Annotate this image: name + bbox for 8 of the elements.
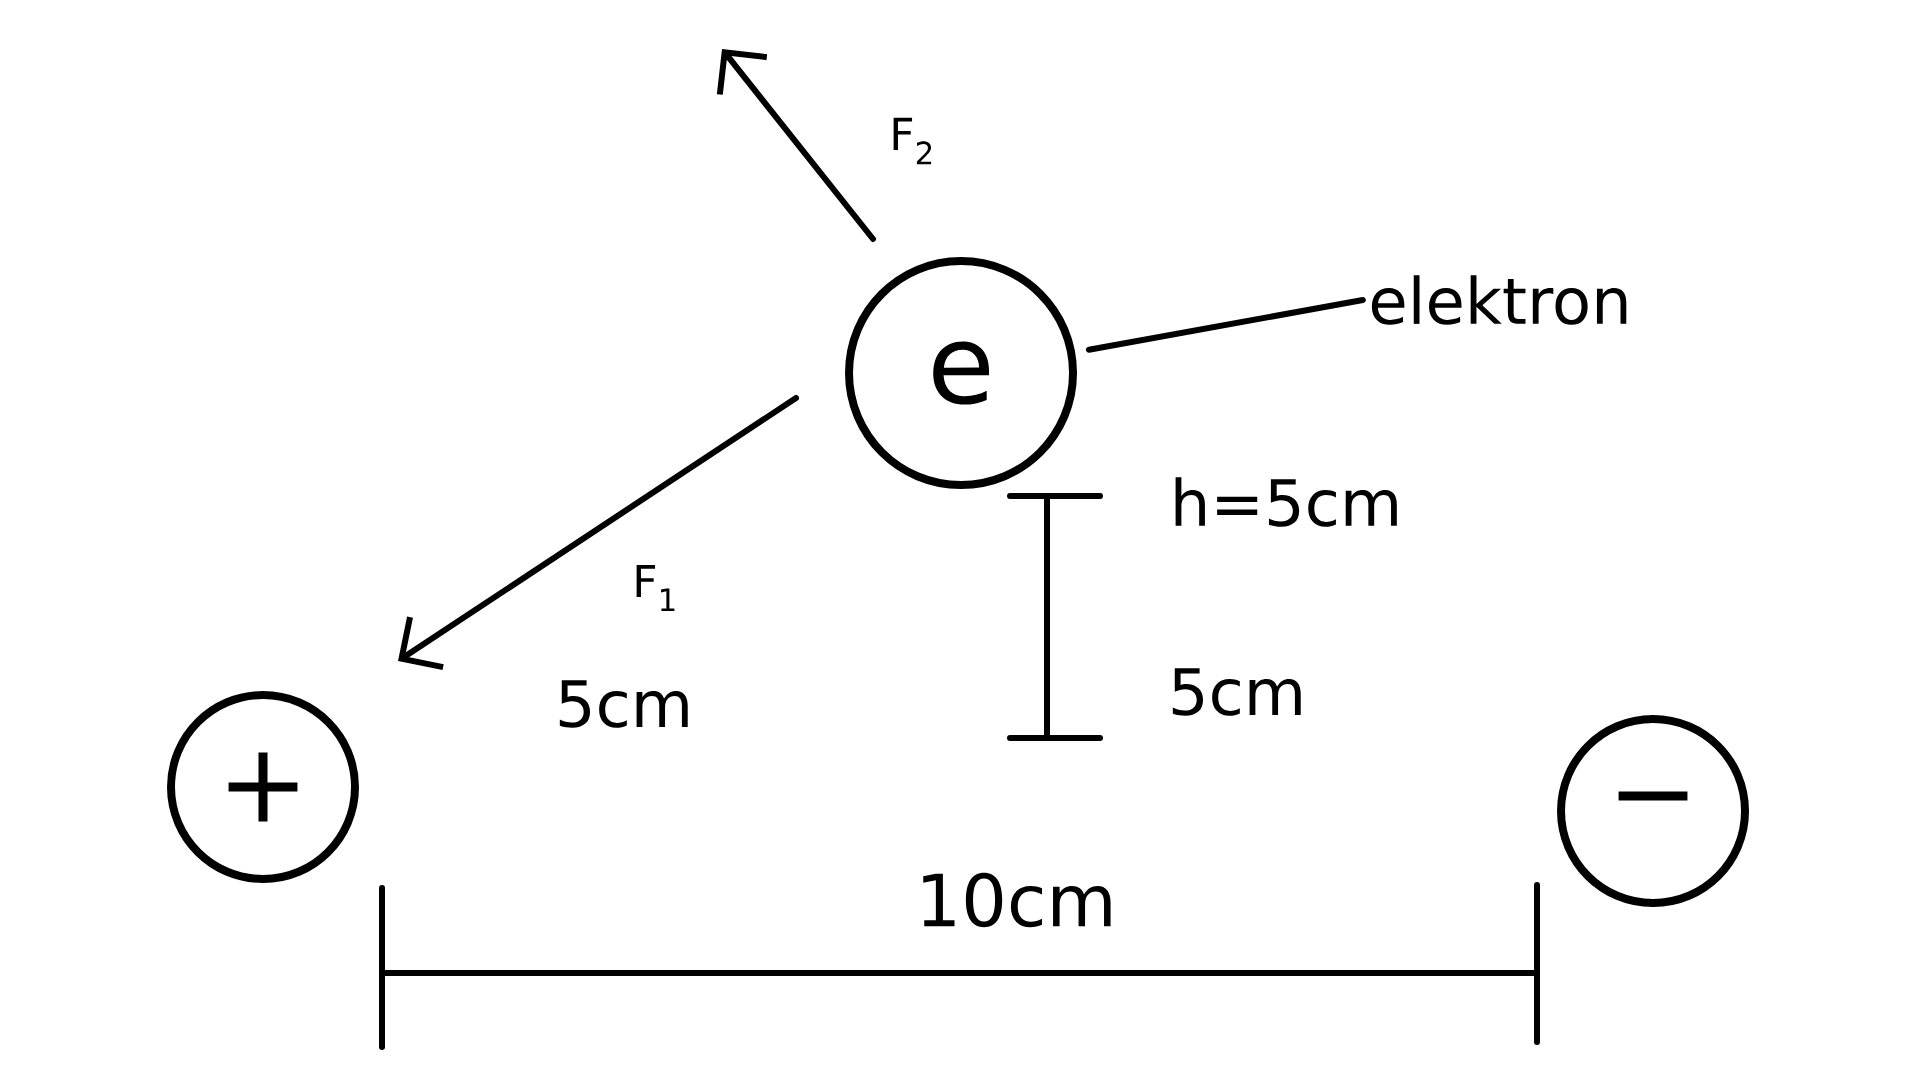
dimension-label: 5cm: [559, 680, 688, 728]
dimension-label: h=5cm: [1175, 477, 1397, 527]
dimension-label: 5cm: [1172, 668, 1301, 716]
node-label: elektron: [1371, 275, 1627, 325]
dimension-label: 10cm: [923, 872, 1111, 928]
leader-line: [1085, 297, 1366, 353]
dimension-label: F$_{2}$: [893, 117, 932, 165]
dimension-label: F$_{1}$: [636, 565, 675, 611]
